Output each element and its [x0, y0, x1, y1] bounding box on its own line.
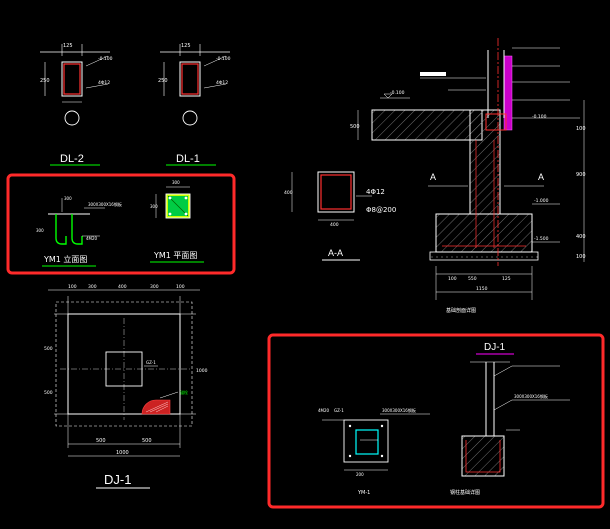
dim-text: 300 — [36, 228, 44, 233]
dim-text: 100 — [448, 276, 457, 282]
dim-text: 125 — [502, 276, 511, 282]
dim-text: 1150 — [476, 286, 488, 292]
dim-text: 125 — [63, 43, 73, 49]
dim-text: 500 — [44, 390, 53, 396]
dim-text: 400 — [330, 222, 339, 228]
ym1-elevation: 300 300X300X16钢板 300 4M20 YM1 立面图 — [36, 196, 122, 267]
dim-text: 500 — [350, 124, 360, 130]
gz-text: GZ-1 — [146, 360, 156, 365]
label-col-detail: 钢柱基础详图 — [450, 489, 480, 496]
dim-text: 400 — [118, 284, 127, 290]
dim-text: 125 — [181, 43, 191, 49]
label-ym1-elev: YM1 立面图 — [43, 254, 87, 264]
dim-text: 250 — [158, 78, 168, 84]
label-dj1-plan: DJ-1 — [104, 472, 131, 487]
highlight-box-dj1-detail — [267, 333, 605, 509]
dim-text: 400 — [576, 234, 586, 240]
dj1-plan: 100 300 400 300 100 锚栓 GZ-1 500 500 1000… — [44, 284, 208, 489]
dim-text: 100 — [576, 126, 586, 132]
dim-text: 400 — [284, 190, 293, 196]
label-dl1: DL-1 — [176, 153, 200, 165]
elev-text: -0.100 — [532, 114, 547, 120]
plate-text: 300X300X16钢板 — [514, 393, 548, 399]
label-section: 基础剖面详图 — [446, 307, 476, 314]
dl2-section: 125 250 -0.100 4Φ12 DL-2 — [40, 43, 113, 166]
dim-text: 100 — [176, 284, 185, 290]
anchor-text: 锚栓 — [180, 389, 188, 395]
section-mark-a-left: A — [430, 172, 436, 182]
rebar-text: 4Φ12 — [98, 80, 110, 86]
dim-text: 300 — [88, 284, 97, 290]
dim-text: 100 — [576, 254, 586, 260]
elev-text: -0.100 — [216, 56, 231, 62]
dim-text: 200 — [356, 472, 364, 477]
label-dj1-detail: DJ-1 — [484, 342, 506, 353]
ym1-plan: 300 300 YM1 平面图 — [150, 180, 204, 263]
label-aa: A-A — [328, 248, 343, 258]
dj1-detail: DJ-1 4M20 GZ-1 300X300X16钢板 200 YM-1 300… — [318, 342, 570, 496]
rebar-text: Φ8@200 — [366, 206, 396, 214]
dim-text: 550 — [468, 276, 477, 282]
bolt-text: 4M20 — [86, 236, 98, 241]
dim-text: 300 — [64, 196, 72, 201]
dim-text: 250 — [40, 78, 50, 84]
dim-text: 500 — [142, 438, 152, 444]
dim-text: 300 — [150, 284, 159, 290]
elev-text: -1.000 — [534, 198, 549, 204]
bolt-text: 4M20 — [318, 408, 330, 413]
dim-text: 500 — [96, 438, 106, 444]
elev-text: -0.100 — [390, 90, 405, 96]
label-ym1-plan: YM1 平面图 — [153, 251, 197, 260]
rebar-text: 4Φ12 — [216, 80, 228, 86]
dim-text: 300 — [150, 204, 158, 209]
dim-text: 100 — [68, 284, 77, 290]
elev-text: -0.100 — [98, 56, 113, 62]
dim-text: 900 — [576, 172, 586, 178]
aa-section: 400 400 4Φ12 Φ8@200 A-A — [284, 171, 396, 261]
plate-text: 300X300X16钢板 — [88, 201, 122, 207]
label-dl2: DL-2 — [60, 153, 84, 165]
section-mark-a-right: A — [538, 172, 544, 182]
dl1-section: 125 250 -0.100 4Φ12 DL-1 — [158, 43, 231, 166]
dim-text: 500 — [44, 346, 53, 352]
dim-text: 300 — [172, 180, 180, 185]
dim-text: 1000 — [116, 450, 129, 456]
elev-text: -1.500 — [534, 236, 549, 242]
foundation-section: -0.100 -1.000 -1.500 -0.100 500 100 900 … — [350, 38, 586, 314]
plate-text: 300X300X16钢板 — [382, 407, 416, 413]
dim-text: 1000 — [196, 368, 208, 374]
label-ym1-small: YM-1 — [357, 490, 370, 496]
rebar-text: 4Φ12 — [366, 188, 385, 196]
highlight-box-ym1 — [6, 173, 236, 275]
gz-text: GZ-1 — [334, 408, 344, 413]
